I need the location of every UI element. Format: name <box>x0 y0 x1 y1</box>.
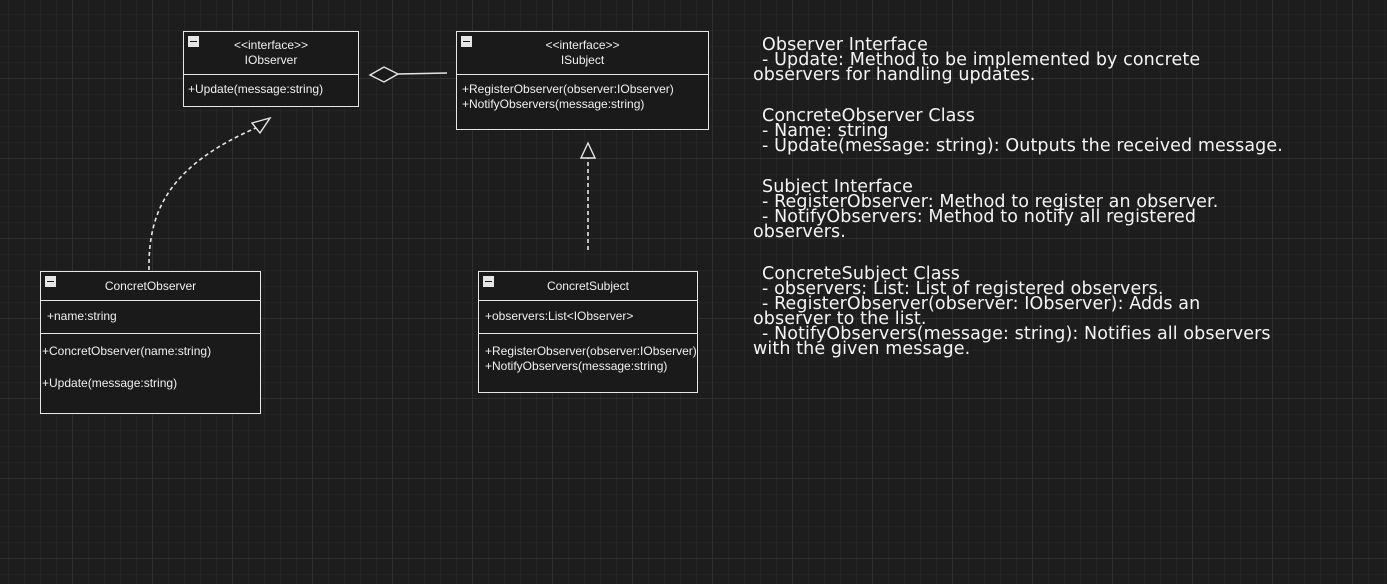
collapse-icon[interactable] <box>188 36 199 47</box>
concret-subject-method-register: +RegisterObserver(observer:IObserver) <box>485 344 697 358</box>
concret-subject-methods: +RegisterObserver(observer:IObserver) +N… <box>479 334 697 374</box>
concret-subject-name: ConcretSubject <box>546 279 630 293</box>
concret-observer-method-update: +Update(message:string) <box>42 376 178 390</box>
realization-line-observer <box>148 126 259 271</box>
iobserver-methods: +Update(message:string) <box>184 75 358 104</box>
collapse-icon[interactable] <box>483 276 494 287</box>
collapse-icon[interactable] <box>461 36 472 47</box>
iobserver-method-update: +Update(message:string) <box>188 82 324 96</box>
note-line: - observers: List: List of registered ob… <box>762 278 1164 299</box>
isubject-interface[interactable]: <<interface>> ISubject +RegisterObserver… <box>456 31 709 130</box>
isubject-name: ISubject <box>560 53 605 67</box>
isubject-method-notify: +NotifyObservers(message:string) <box>462 97 645 111</box>
iobserver-name: IObserver <box>244 53 298 67</box>
note-spacer <box>753 240 1383 266</box>
note-line: - RegisterObserver(observer: IObserver):… <box>762 293 1201 314</box>
aggregation-line <box>397 72 448 75</box>
note-line: - Name: string <box>762 121 889 142</box>
concret-subject-class[interactable]: ConcretSubject +observers:List<IObserver… <box>478 271 698 393</box>
concret-observer-class[interactable]: ConcretObserver +name:string +ConcretObs… <box>40 271 261 414</box>
note-line: ConcreteObserver Class <box>762 106 975 127</box>
concret-observer-method-ctor: +ConcretObserver(name:string) <box>42 344 212 358</box>
description-notes: Observer Interface - Update: Method to b… <box>753 35 1383 359</box>
note-line: - Update(message: string): Outputs the r… <box>762 136 1283 157</box>
note-line: ConcreteSubject Class <box>762 263 960 284</box>
isubject-methods: +RegisterObserver(observer:IObserver) +N… <box>457 75 708 119</box>
concret-subject-attributes: +observers:List<IObserver> <box>479 301 697 334</box>
collapse-icon[interactable] <box>45 276 56 287</box>
concret-observer-header: ConcretObserver <box>41 272 260 301</box>
isubject-stereotype: <<interface>> <box>545 38 620 52</box>
concret-observer-attributes: +name:string <box>41 301 260 334</box>
concret-subject-attr-observers: +observers:List<IObserver> <box>485 309 634 323</box>
concret-subject-header: ConcretSubject <box>479 272 697 301</box>
note-line: with the given message. <box>753 338 971 359</box>
realization-arrowhead-subject <box>579 141 597 159</box>
concret-subject-method-notify: +NotifyObservers(message:string) <box>485 359 668 373</box>
realization-arrowhead-observer <box>250 116 272 135</box>
note-line: - NotifyObservers: Method to notify all … <box>762 207 1197 228</box>
iobserver-header: <<interface>> IObserver <box>184 32 358 75</box>
isubject-method-register: +RegisterObserver(observer:IObserver) <box>462 82 674 96</box>
isubject-header: <<interface>> ISubject <box>457 32 708 75</box>
concret-observer-attr-name: +name:string <box>47 309 117 323</box>
concret-observer-name: ConcretObserver <box>104 279 197 293</box>
note-line: - RegisterObserver: Method to register a… <box>762 192 1219 213</box>
note-line: observers. <box>753 222 846 243</box>
note-line: Observer Interface <box>762 35 928 55</box>
concret-observer-methods: +ConcretObserver(name:string) +Update(me… <box>41 334 260 391</box>
iobserver-interface[interactable]: <<interface>> IObserver +Update(message:… <box>183 31 359 107</box>
note-line: - NotifyObservers(message: string): Noti… <box>762 323 1271 344</box>
note-line: - Update: Method to be implemented by co… <box>762 50 1201 70</box>
note-line: Subject Interface <box>762 177 914 198</box>
aggregation-diamond <box>368 66 400 83</box>
note-line: observer to the list. <box>753 308 927 329</box>
iobserver-stereotype: <<interface>> <box>233 38 309 52</box>
note-line: observers for handling updates. <box>753 65 1036 85</box>
